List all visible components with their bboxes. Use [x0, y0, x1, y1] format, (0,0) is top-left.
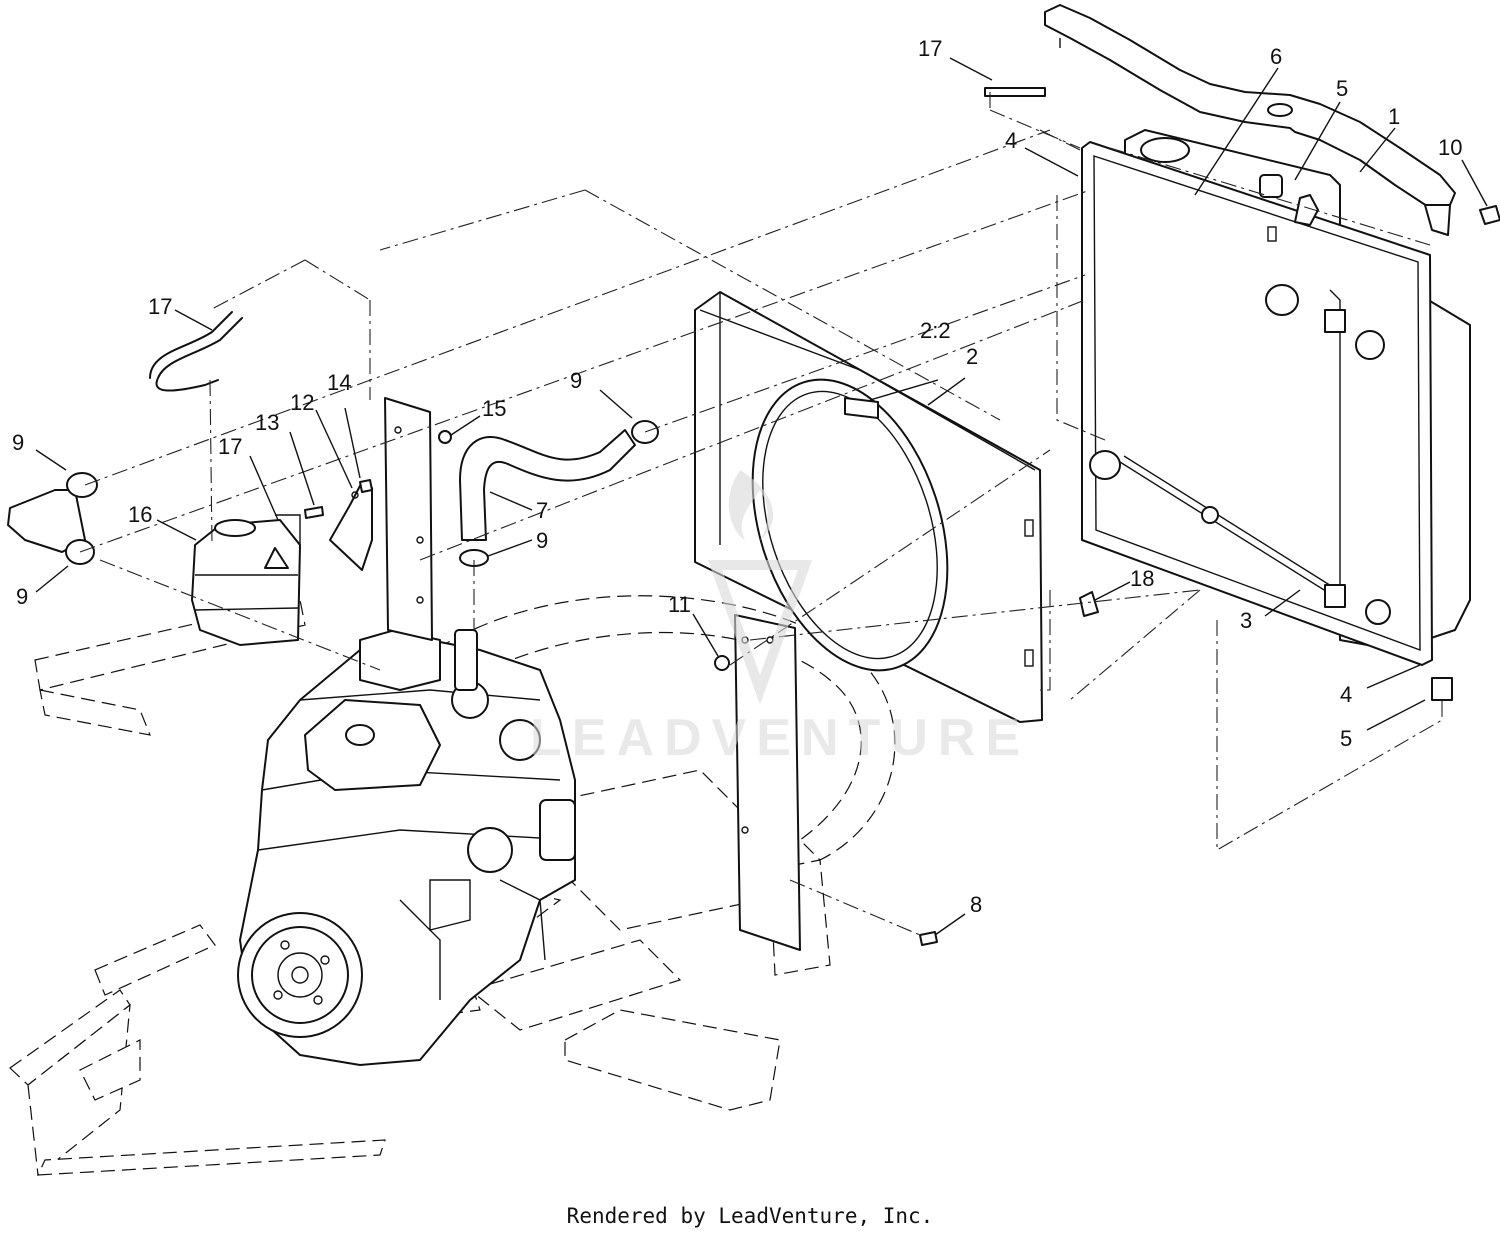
seal-frame	[1081, 141, 1433, 666]
callout-9-left-upper: 9	[12, 430, 24, 455]
callout-7: 7	[536, 498, 548, 523]
leader-lines	[35, 57, 1488, 936]
render-credit: Rendered by LeadVenture, Inc.	[566, 1204, 934, 1228]
callout-5-bottom: 5	[1340, 726, 1352, 751]
callout-14: 14	[327, 370, 351, 395]
overflow-tank	[191, 514, 301, 646]
lower-hose	[7, 420, 659, 567]
callout-5-top: 5	[1336, 76, 1348, 101]
callout-4-bottom: 4	[1340, 682, 1352, 707]
callout-2-2: 2:2	[920, 318, 951, 343]
callout-8: 8	[970, 892, 982, 917]
callouts: 17 6 5 1 10 4 17 2:2 2 9 9 14 12 13 15 1…	[12, 36, 1462, 917]
overflow-hose-left	[149, 311, 243, 392]
callout-2: 2	[966, 344, 978, 369]
callout-9-left-lower: 9	[16, 584, 28, 609]
engine-mount-plate	[384, 397, 801, 951]
callout-3: 3	[1240, 608, 1252, 633]
callout-4-top: 4	[1005, 128, 1017, 153]
hardware	[304, 87, 1500, 946]
crossbar-bracket	[1044, 4, 1456, 236]
callout-17-tank: 17	[218, 434, 242, 459]
engine-assembly	[237, 629, 576, 1066]
mounting-bracket	[1089, 284, 1391, 625]
watermark-text: LEADVENTURE	[530, 709, 1030, 767]
callout-6: 6	[1270, 44, 1282, 69]
callout-18: 18	[1130, 566, 1154, 591]
callout-1: 1	[1388, 104, 1400, 129]
tank-bracket	[329, 481, 373, 571]
callout-17-top: 17	[918, 36, 942, 61]
callout-11: 11	[668, 592, 691, 617]
callout-10: 10	[1438, 135, 1462, 160]
callout-9-hose-lower: 9	[536, 528, 548, 553]
callout-13: 13	[255, 410, 279, 435]
callout-16: 16	[128, 502, 152, 527]
callout-9-hose-upper: 9	[570, 368, 582, 393]
callout-17-left: 17	[148, 294, 172, 319]
callout-15: 15	[482, 396, 506, 421]
callout-12: 12	[290, 390, 314, 415]
fan-shroud	[694, 291, 1043, 723]
watermark-logo: LEADVENTURE	[530, 470, 1030, 767]
upper-hose	[459, 429, 636, 541]
